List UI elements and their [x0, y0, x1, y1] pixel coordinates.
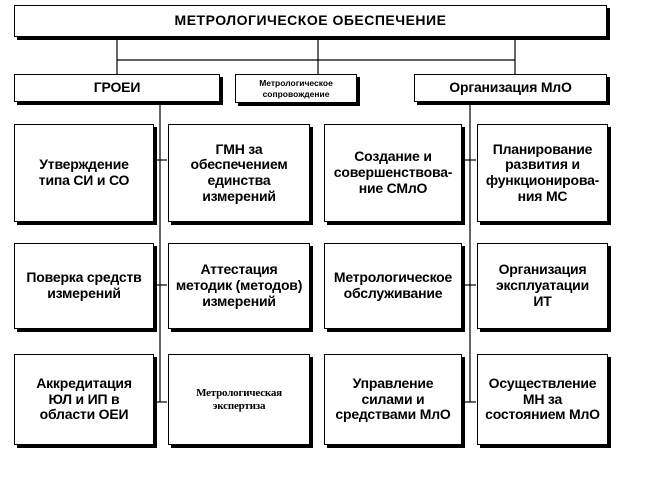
cell-mn-state: Осуществление МН за состоянием МлО: [477, 354, 608, 445]
cell-metrology-expertise: Метрологическая экспертиза: [168, 354, 310, 445]
cell-ms-planning: Планирование развития и функционирова- н…: [477, 124, 608, 222]
category-metrology-support: Метрологическое сопровождение: [235, 74, 357, 103]
cell-accreditation: Аккредитация ЮЛ и ИП в области ОЕИ: [14, 354, 154, 445]
cell-method-attestation: Аттестация методик (методов) измерений: [168, 243, 310, 329]
cell-it-operation: Организация эксплуатации ИТ: [477, 243, 608, 329]
title-box: МЕТРОЛОГИЧЕСКОЕ ОБЕСПЕЧЕНИЕ: [14, 5, 607, 37]
cell-smlo-creation: Создание и совершенствова- ние СМлО: [324, 124, 462, 222]
cell-type-approval: Утверждение типа СИ и СО: [14, 124, 154, 222]
category-groei: ГРОЕИ: [14, 74, 220, 102]
cell-verification: Поверка средств измерений: [14, 243, 154, 329]
cell-state-supervision: ГМН за обеспечением единства измерений: [168, 124, 310, 222]
category-mlo-organization: Организация МлО: [414, 74, 607, 102]
cell-metrology-service: Метрологическое обслуживание: [324, 243, 462, 329]
cell-forces-management: Управление силами и средствами МлО: [324, 354, 462, 445]
